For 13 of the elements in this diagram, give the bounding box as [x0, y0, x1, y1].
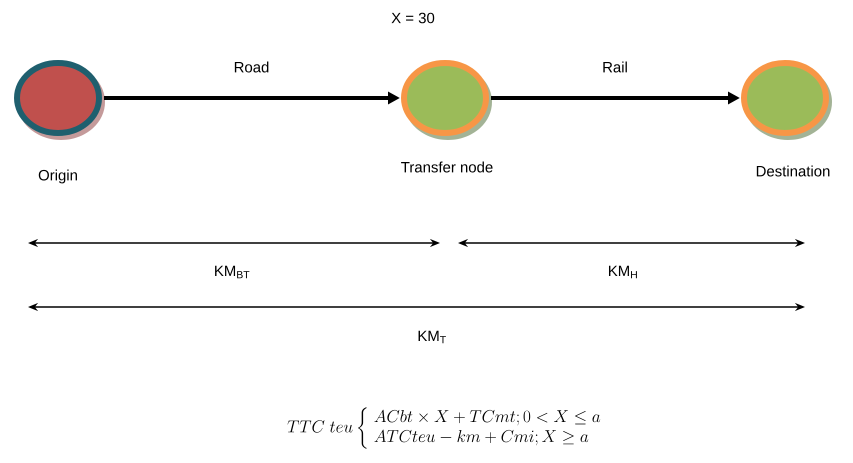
node-label: Destination	[756, 166, 830, 176]
circle-node: Destination	[741, 60, 832, 176]
edge-label: Rail	[603, 62, 627, 72]
edge-label: Road	[234, 62, 268, 72]
node-note: X = 30	[392, 12, 434, 24]
dimension-label: KM$_{BT}$	[215, 266, 250, 278]
dimension-label: KM$_{H}$	[609, 266, 637, 278]
node-label: Transfer node	[401, 162, 493, 172]
circle-node: Transfer node	[401, 60, 493, 172]
formula: $TTC\ teu\left\{\begin{array}{l}ACbt\times X+TCmt;0<X\leq a\\ ATCteu-km+Cmi;X\geq a\end{array}\right.$	[288, 407, 600, 449]
circle-node: Origin	[14, 60, 105, 184]
dimension-label: KM$_{T}$	[418, 330, 446, 344]
node-label: Origin	[38, 170, 77, 184]
